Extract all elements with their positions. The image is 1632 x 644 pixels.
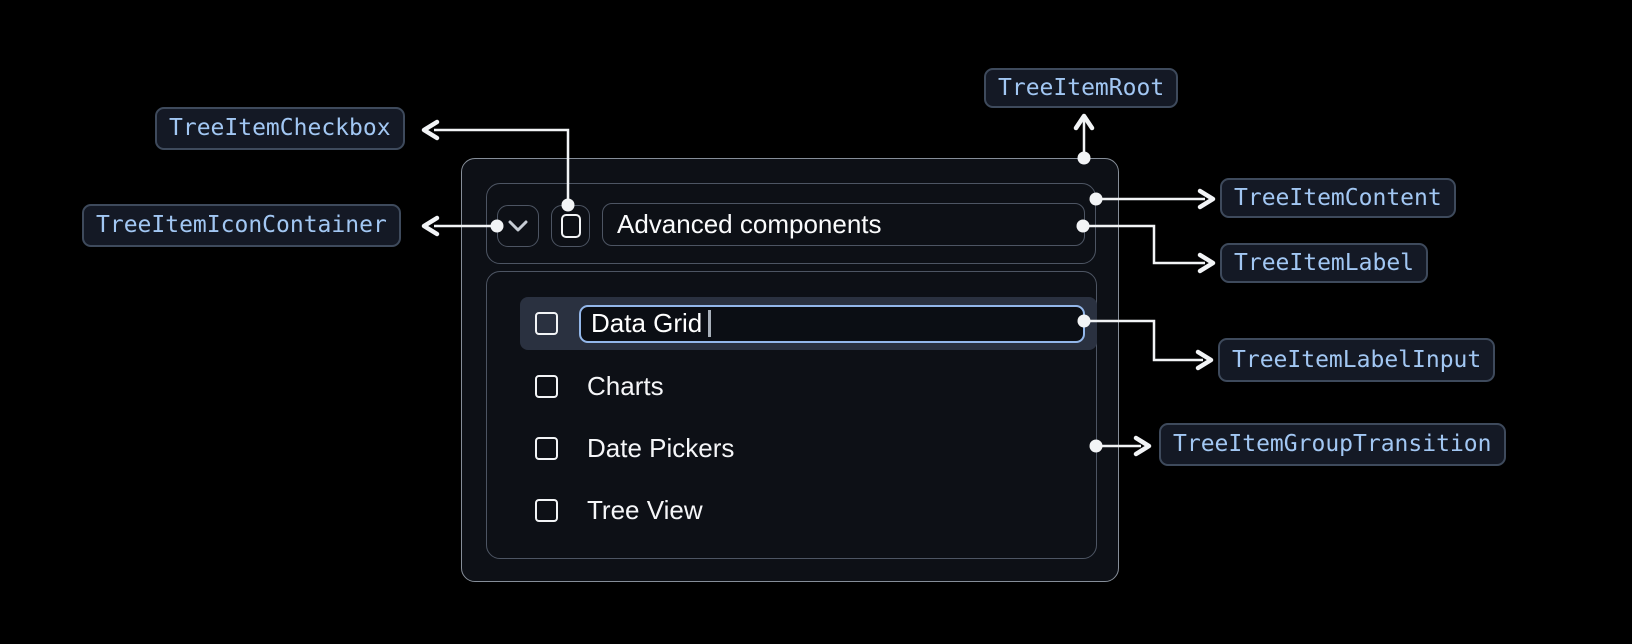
- tree-row-editing[interactable]: Data Grid: [520, 297, 1097, 350]
- tree-item-icon-container[interactable]: [497, 205, 539, 247]
- tree-item-content[interactable]: Advanced components: [486, 183, 1096, 264]
- badge-tree-item-icon-container: TreeItemIconContainer: [82, 204, 401, 247]
- checkbox-unchecked-icon[interactable]: [535, 437, 558, 460]
- tree-item-label-text: Advanced components: [617, 209, 882, 239]
- tree-row[interactable]: Date Pickers: [520, 422, 1097, 475]
- tree-item-label-input[interactable]: Data Grid: [579, 304, 1085, 343]
- checkbox-unchecked-icon[interactable]: [535, 375, 558, 398]
- badge-tree-item-label-input: TreeItemLabelInput: [1218, 338, 1496, 382]
- tree-row-label: Charts: [587, 371, 664, 401]
- tree-item-label: Advanced components: [602, 203, 1085, 246]
- tree-row-label: Tree View: [587, 495, 703, 525]
- tree-item-group-transition: Data Grid Charts Date Pickers Tree View: [486, 271, 1097, 559]
- checkbox-unchecked-icon[interactable]: [535, 499, 558, 522]
- badge-tree-item-group-transition: TreeItemGroupTransition: [1159, 423, 1506, 466]
- checkbox-unchecked-icon[interactable]: [535, 312, 558, 335]
- badge-tree-item-content: TreeItemContent: [1220, 178, 1456, 218]
- checkbox-unchecked-icon: [560, 214, 581, 238]
- badge-tree-item-root: TreeItemRoot: [984, 68, 1179, 108]
- badge-tree-item-label: TreeItemLabel: [1220, 243, 1429, 283]
- label-input-value: Data Grid: [591, 308, 703, 338]
- text-caret: [708, 310, 711, 337]
- tree-item-checkbox[interactable]: [551, 205, 590, 247]
- tree-row[interactable]: Charts: [520, 360, 1097, 413]
- tree-row[interactable]: Tree View: [520, 484, 1097, 537]
- chevron-down-icon: [508, 220, 528, 232]
- badge-tree-item-checkbox: TreeItemCheckbox: [155, 107, 405, 150]
- tree-row-label: Date Pickers: [587, 433, 735, 463]
- tree-item-root: Advanced components Data Grid Charts Dat…: [461, 158, 1119, 582]
